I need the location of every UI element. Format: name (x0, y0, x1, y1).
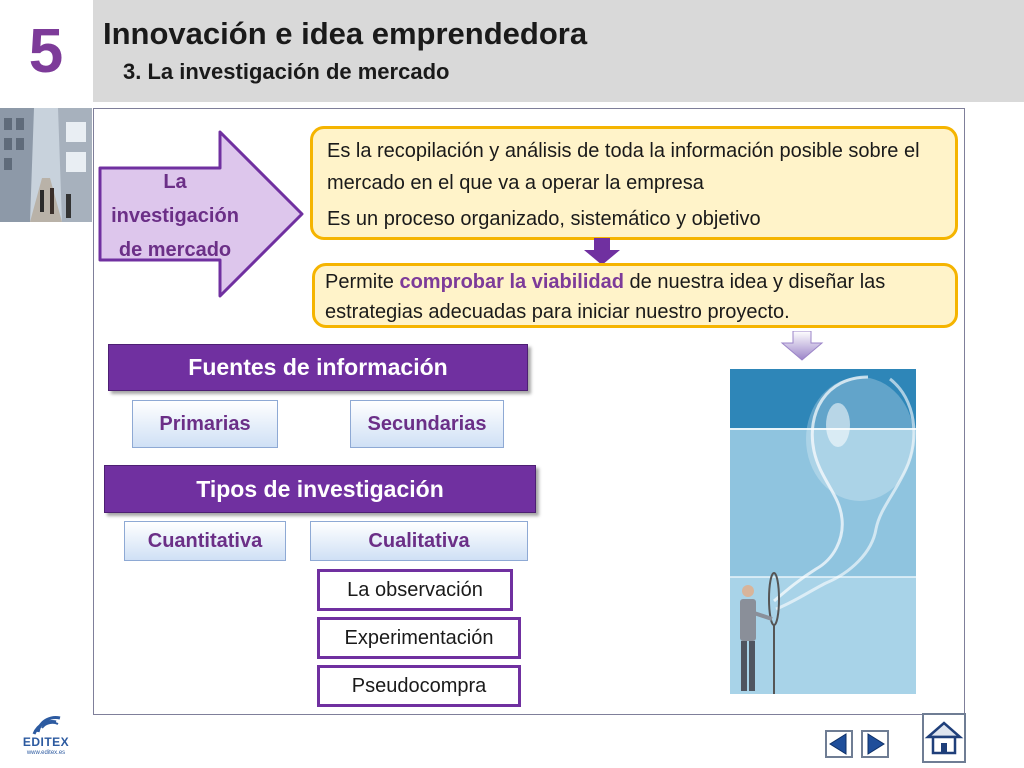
down-arrow-icon (780, 331, 824, 361)
chapter-number: 5 (28, 16, 64, 86)
main-arrow-shape (98, 130, 304, 298)
primary-sources-label: Primarias (132, 400, 278, 448)
quantitative-label: Cuantitativa (124, 521, 286, 561)
definition-text: Es la recopilación y análisis de toda la… (327, 140, 920, 194)
page-subtitle: 3. La investigación de mercado (123, 59, 450, 84)
previous-arrow-icon (829, 733, 847, 755)
arrow-label-line-3: de mercado (118, 239, 232, 261)
research-types-header: Tipos de investigación (104, 465, 536, 513)
viability-highlight: comprobar la viabilidad (399, 271, 624, 293)
definition-box: Es la recopilación y análisis de toda la… (310, 126, 958, 240)
header-bar (93, 0, 1024, 102)
method-observation: La observación (317, 569, 513, 611)
viability-box: Permite comprobar la viabilidad de nuest… (312, 263, 958, 328)
editex-url: www.editex.es (26, 750, 66, 756)
home-button[interactable] (922, 713, 966, 763)
previous-button[interactable] (825, 730, 853, 758)
method-experimentation: Experimentación (317, 617, 521, 659)
lightbulb-bubble-illustration (730, 369, 916, 694)
viability-text-after: de nuestra idea y diseñar las estrategia… (325, 271, 886, 323)
sources-header: Fuentes de información (108, 344, 528, 391)
editex-logo-icon (32, 716, 61, 735)
next-arrow-icon (867, 733, 885, 755)
arrow-label-line-1: La (163, 171, 187, 193)
arrow-label: La investigación de mercado (100, 165, 250, 267)
qualitative-label: Cualitativa (310, 521, 528, 561)
viability-text-before: Permite (325, 271, 400, 293)
next-button[interactable] (861, 730, 889, 758)
page-title: Innovación e idea emprendedora (103, 16, 588, 51)
arrow-label-line-2: investigación (111, 205, 239, 227)
method-pseudo-purchase: Pseudocompra (317, 665, 521, 707)
down-arrow-icon (584, 238, 620, 265)
home-icon (924, 721, 964, 755)
definition-process-text: Es un proceso organizado, sistemático y … (327, 208, 761, 230)
street-photo (0, 108, 92, 222)
secondary-sources-label: Secundarias (350, 400, 504, 448)
editex-brand: EDITEX (22, 735, 70, 749)
